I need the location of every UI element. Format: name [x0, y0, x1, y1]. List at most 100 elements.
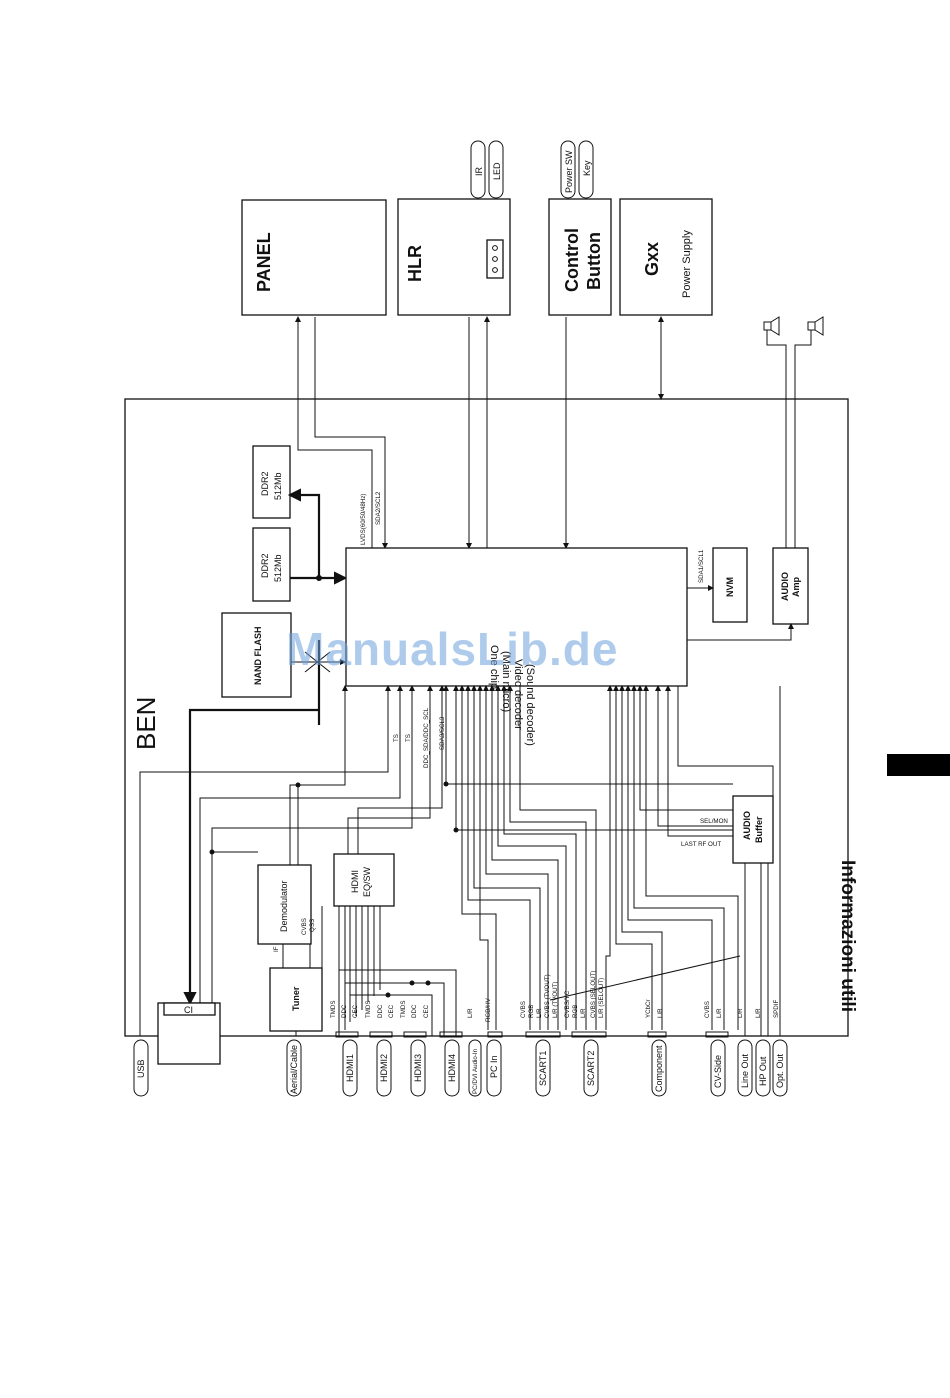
connector-label: Opt. Out: [775, 1053, 785, 1088]
audio-amp-line2: Amp: [791, 576, 801, 597]
pin-label: SPDIF: [773, 1000, 780, 1018]
ddc-sda-label: DDC_SDA/DDC_SCL: [423, 707, 430, 768]
pin-label: L/R: [467, 1008, 474, 1018]
power-supply-block: [619, 198, 713, 316]
pin-label: DDC: [341, 1004, 348, 1018]
control-label: Control: [562, 228, 582, 292]
connector-label: USB: [136, 1059, 146, 1078]
gxx-label: Gxx: [642, 242, 662, 276]
pin-label: RGB: [528, 1005, 535, 1018]
power-supply-label: Power Supply: [681, 230, 693, 298]
ddr2-b-line1: DDR2: [260, 553, 270, 578]
hdmi4-connector: [444, 1039, 460, 1097]
pin-label: RGB/HV: [485, 997, 492, 1022]
ts-label-1: TS: [393, 734, 400, 742]
chip-line2: (Main micro): [500, 651, 512, 712]
audio-buffer-line1: AUDIO: [742, 811, 752, 840]
pin-label: L/R (SELOUT): [598, 978, 605, 1018]
component-connector: [651, 1039, 667, 1097]
cvbs-label: CVBS: [301, 918, 308, 935]
pin-label: CVBS: [520, 1001, 527, 1018]
pin-label: TMDS: [400, 1000, 407, 1018]
hdmi1-connector: [342, 1039, 358, 1097]
connector-label: Aerial/Cable: [289, 1045, 299, 1094]
opt-out-connector: [772, 1039, 788, 1097]
pin-label: CEC: [423, 1004, 430, 1018]
button-label: Button: [584, 232, 604, 290]
audio-buffer-line2: Buffer: [754, 816, 764, 843]
last-rf-label: LAST RF OUT: [681, 841, 721, 848]
connector-label: HDMI4: [447, 1054, 457, 1082]
audio-buffer-block: [732, 795, 774, 864]
line-out-connector: [737, 1039, 753, 1097]
pin-label: CVBS (SELOUT): [590, 971, 597, 1018]
pin-label: DDC: [411, 1004, 418, 1018]
hdmi3-connector: [410, 1039, 426, 1097]
watermark: ManualsLib.de: [286, 623, 619, 675]
ci-slot: [163, 1002, 216, 1016]
hdmi-sw-line2: EQ/SW: [362, 866, 372, 897]
connector-label: HDMI1: [345, 1054, 355, 1082]
pc-dvi-audio-connector: [468, 1039, 482, 1097]
connector-label: HP Out: [758, 1056, 768, 1086]
pin-label: CVBS/YC: [564, 990, 571, 1018]
cv-side-connector: [710, 1039, 726, 1097]
lvds-label: LVDS(60/50/48Hz): [360, 494, 367, 545]
ben-label: BEN: [131, 697, 161, 750]
usb-connector: [133, 1039, 149, 1097]
demodulator-block: [257, 864, 312, 945]
pin-label: L/R: [536, 1008, 543, 1018]
sda2-label: SDA2/SCL2: [375, 491, 382, 525]
connector-label: Line Out: [740, 1053, 750, 1088]
ir-label: IR: [474, 166, 484, 176]
hdmi-sw-line1: HDMI: [350, 870, 360, 893]
pin-label: L/R: [657, 1008, 664, 1018]
hlr-label: HLR: [405, 245, 425, 282]
nvm-label: NVM: [725, 577, 735, 597]
control-button-block: [548, 198, 612, 316]
audio-amp-block: [772, 547, 809, 625]
sda3-label: SDA3/SCL3: [439, 716, 446, 750]
section-tab: [887, 754, 950, 776]
led-pill: [488, 140, 504, 199]
hp-out-connector: [755, 1039, 771, 1097]
pin-label: CEC: [352, 1004, 359, 1018]
ddr2-b-line2: 512Mb: [273, 554, 283, 582]
pin-label: L/R: [755, 1008, 762, 1018]
connector-label: SCART1: [538, 1051, 548, 1086]
hdmi-switch-block: [333, 853, 395, 907]
pin-label: TMDS: [365, 1000, 372, 1018]
scart1-connector: [535, 1039, 551, 1097]
qss-label: QSS: [309, 919, 316, 932]
one-chip-block: [345, 547, 688, 687]
connector-label: PC In: [489, 1055, 499, 1078]
if-label: IF: [273, 946, 280, 952]
tuner-label: Tuner: [291, 986, 301, 1011]
connector-label: PC/DVI Audio-In: [472, 1048, 479, 1094]
hlr-connector: [486, 239, 504, 279]
pin-label: L/R: [737, 1008, 744, 1018]
chip-line1: One chip: [488, 645, 500, 689]
pin-label: L/R (TVOUT): [552, 982, 559, 1018]
chip-line4: (Sound decoder): [524, 664, 536, 746]
pin-label: DDC: [377, 1004, 384, 1018]
nvm-block: [712, 547, 748, 623]
key-pill: [578, 140, 594, 199]
sel-mon-label: SEL/MON: [700, 818, 728, 825]
ts-label-2: TS: [405, 734, 412, 742]
pin-label: RGB: [572, 1005, 579, 1018]
nand-flash-block: [221, 612, 292, 698]
pin-label: L/R: [716, 1008, 723, 1018]
ddr2-block-b: [252, 527, 291, 602]
ddr2-block-a: [252, 445, 291, 519]
connector-label: SCART2: [586, 1051, 596, 1086]
connector-label: CV-Side: [713, 1055, 723, 1088]
power-sw-label: Power SW: [564, 150, 574, 193]
panel-label: PANEL: [254, 232, 274, 292]
ddr2-a-line2: 512Mb: [273, 472, 283, 500]
scart2-connector: [583, 1039, 599, 1097]
sda1-label: SDA1/SCL1: [698, 549, 705, 583]
pin-label: L/R: [580, 1008, 587, 1018]
ir-pill: [470, 140, 486, 199]
